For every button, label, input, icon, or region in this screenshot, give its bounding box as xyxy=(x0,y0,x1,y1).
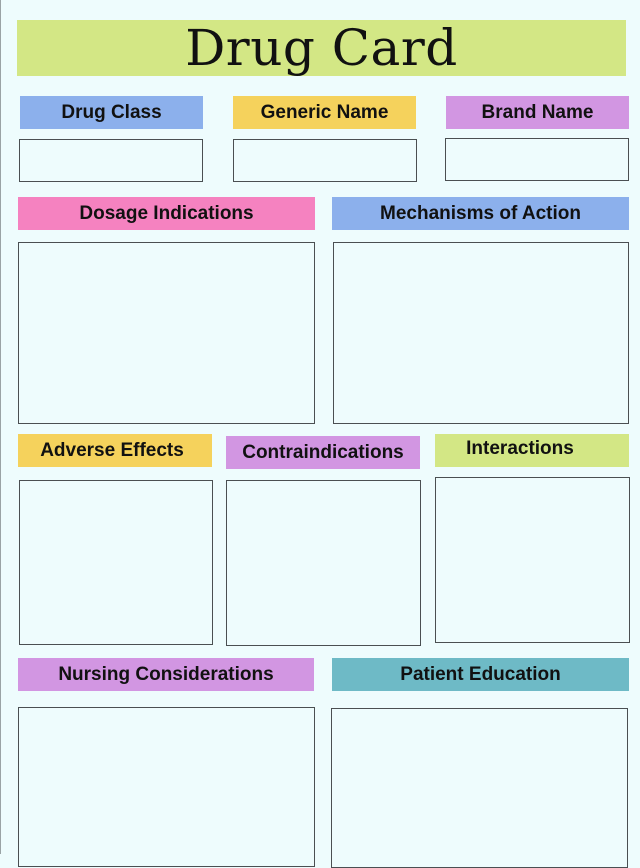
page-edge xyxy=(0,0,1,854)
generic-name-label: Generic Name xyxy=(233,96,416,129)
brand-name-label: Brand Name xyxy=(446,96,629,129)
patient-education-field[interactable] xyxy=(331,708,628,868)
drug-class-label: Drug Class xyxy=(20,96,203,129)
adverse-effects-label: Adverse Effects xyxy=(18,434,212,467)
drug-class-field[interactable] xyxy=(19,139,203,182)
dosage-indications-field[interactable] xyxy=(18,242,315,424)
mechanisms-of-action-field[interactable] xyxy=(333,242,629,424)
nursing-considerations-label: Nursing Considerations xyxy=(18,658,314,691)
adverse-effects-field[interactable] xyxy=(19,480,213,645)
generic-name-field[interactable] xyxy=(233,139,417,182)
mechanisms-of-action-label: Mechanisms of Action xyxy=(332,197,629,230)
interactions-field[interactable] xyxy=(435,477,630,643)
patient-education-label: Patient Education xyxy=(332,658,629,691)
interactions-label: Interactions xyxy=(435,434,629,467)
brand-name-field[interactable] xyxy=(445,138,629,181)
page-title: Drug Card xyxy=(185,19,458,77)
dosage-indications-label: Dosage Indications xyxy=(18,197,315,230)
contraindications-label: Contraindications xyxy=(226,436,420,469)
nursing-considerations-field[interactable] xyxy=(18,707,315,867)
title-banner: Drug Card xyxy=(17,20,626,76)
contraindications-field[interactable] xyxy=(226,480,421,646)
